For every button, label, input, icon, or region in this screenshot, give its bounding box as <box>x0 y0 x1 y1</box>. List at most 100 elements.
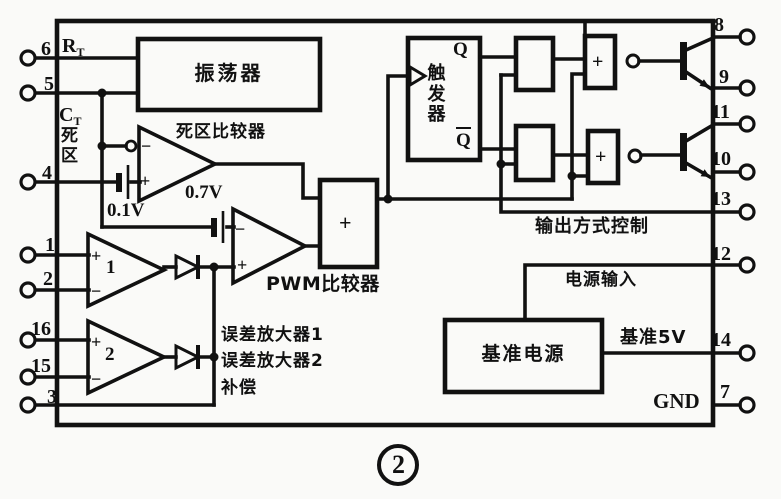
error-amp-2-triangle <box>86 318 169 396</box>
ct-subscript: T <box>73 114 82 128</box>
error-amp-1-triangle <box>86 231 169 309</box>
wire-collector2-pin11 <box>683 122 742 144</box>
output-buffer-1-box <box>582 33 618 91</box>
rt-label: RT <box>62 36 84 58</box>
batteries <box>116 165 225 243</box>
transistor-1-emitter-arrow <box>699 79 710 88</box>
amp2-minus-marker: − <box>91 369 102 389</box>
junction-dot <box>209 352 219 362</box>
pin-7-terminal <box>738 396 756 414</box>
inverting-input-circle <box>124 139 138 153</box>
junction-dot <box>496 159 506 169</box>
blocks <box>54 18 716 428</box>
pwm-comparator-triangle <box>231 206 309 286</box>
transistor-2-emitter-arrow <box>700 169 710 177</box>
voltage-0v7-label: 0.7V <box>185 182 223 203</box>
and-gate-1-box <box>513 35 556 93</box>
pin-2-terminal <box>19 281 37 299</box>
junction-dot <box>209 262 219 272</box>
oscillator-label: 振荡器 <box>194 61 264 85</box>
pin-11-label: 11 <box>711 101 730 123</box>
diodes <box>174 253 202 371</box>
deadtime-plus-marker: + <box>140 171 151 191</box>
pin-12-label: 12 <box>711 243 731 265</box>
pin-5-label: 5 <box>44 73 54 95</box>
ct-label: CT <box>59 105 81 127</box>
output-mode-control-label: 输出方式控制 <box>535 216 649 237</box>
amp1-minus-marker: − <box>91 281 102 301</box>
pin-3-terminal <box>19 396 37 414</box>
rt-subscript: T <box>76 45 85 59</box>
triangles <box>86 64 428 396</box>
buffer-1-output-circle <box>625 53 641 69</box>
pin-9-label: 9 <box>719 66 729 88</box>
pin-7-label: 7 <box>720 381 730 403</box>
transistor-1-base-bar <box>680 42 687 80</box>
and-gate-2-box <box>513 123 556 183</box>
buffer-1-plus-marker: + <box>592 51 604 73</box>
dead-zone-label: 死区 <box>61 126 79 166</box>
pin-11-terminal <box>738 115 756 133</box>
error-amp-1-number: 1 <box>106 257 116 278</box>
node-circles <box>124 53 643 164</box>
output-buffer-2-box <box>585 128 621 186</box>
amp1-plus-marker: + <box>91 246 102 266</box>
reference-supply-label: 基准电源 <box>481 343 566 365</box>
wire-collector1-pin8 <box>683 35 742 53</box>
diode-2 <box>174 343 202 371</box>
deadtime-minus-marker: − <box>141 136 152 156</box>
figure-number-label: 2 <box>392 450 405 479</box>
pin-4-terminal <box>19 173 37 191</box>
error-amp-2-number: 2 <box>105 344 115 365</box>
pin-9-terminal <box>738 79 756 97</box>
pin-15-label: 15 <box>31 355 51 377</box>
flip-flop-box <box>405 35 483 163</box>
pin-10-terminal <box>738 163 756 181</box>
junction-dot <box>97 88 107 98</box>
wire-or-to-buf1 <box>570 72 587 201</box>
pin-15-terminal <box>19 368 37 386</box>
pin-16-terminal <box>19 331 37 349</box>
compensation-label: 补偿 <box>221 378 257 398</box>
dead-time-comparator-triangle <box>137 124 220 204</box>
figure-number-circle <box>377 444 419 486</box>
error-amp-2-label: 误差放大器2 <box>221 351 324 371</box>
wire-output-control-bus <box>499 73 742 214</box>
diode-1 <box>174 253 202 281</box>
pin-8-label: 8 <box>714 14 724 36</box>
reference-5v-label: 基准5V <box>620 327 687 348</box>
pin-1-label: 1 <box>45 234 55 256</box>
pin-13-label: 13 <box>711 188 731 210</box>
junction-dot <box>97 141 107 151</box>
pin-6-terminal <box>19 49 37 67</box>
pin-14-label: 14 <box>711 329 731 351</box>
pin-6-label: 6 <box>41 38 51 60</box>
pin-13-terminal <box>738 203 756 221</box>
transistor-2-base-bar <box>680 133 687 171</box>
ic-outline <box>54 18 716 428</box>
pin-14-terminal <box>738 344 756 362</box>
ct-letter: C <box>59 104 74 126</box>
or-gate-box <box>317 177 380 270</box>
amp2-plus-marker: + <box>91 332 102 352</box>
pin-16-label: 16 <box>31 318 51 340</box>
buffer-2-plus-marker: + <box>595 146 607 168</box>
pin-5-terminal <box>19 84 37 102</box>
junction-dot <box>567 171 577 181</box>
pin-8-terminal <box>738 28 756 46</box>
dead-time-comparator-label: 死区比较器 <box>176 122 266 142</box>
pwm-plus-marker: + <box>237 255 248 275</box>
pwm-comparator-label: PWM比较器 <box>266 273 380 295</box>
error-amp-1-label: 误差放大器1 <box>221 325 324 345</box>
or-gate-plus-marker: + <box>339 210 352 235</box>
transistors <box>680 42 710 177</box>
flip-flop-label: 触发器 <box>427 63 447 126</box>
power-input-label: 电源输入 <box>565 270 637 290</box>
voltage-0v1-label: 0.1V <box>107 200 145 221</box>
wire-clock <box>386 74 411 201</box>
buffer-2-output-circle <box>627 148 643 164</box>
oscillator-box <box>135 36 323 113</box>
pin-12-terminal <box>738 256 756 274</box>
wire-deadtime-out <box>213 162 322 200</box>
